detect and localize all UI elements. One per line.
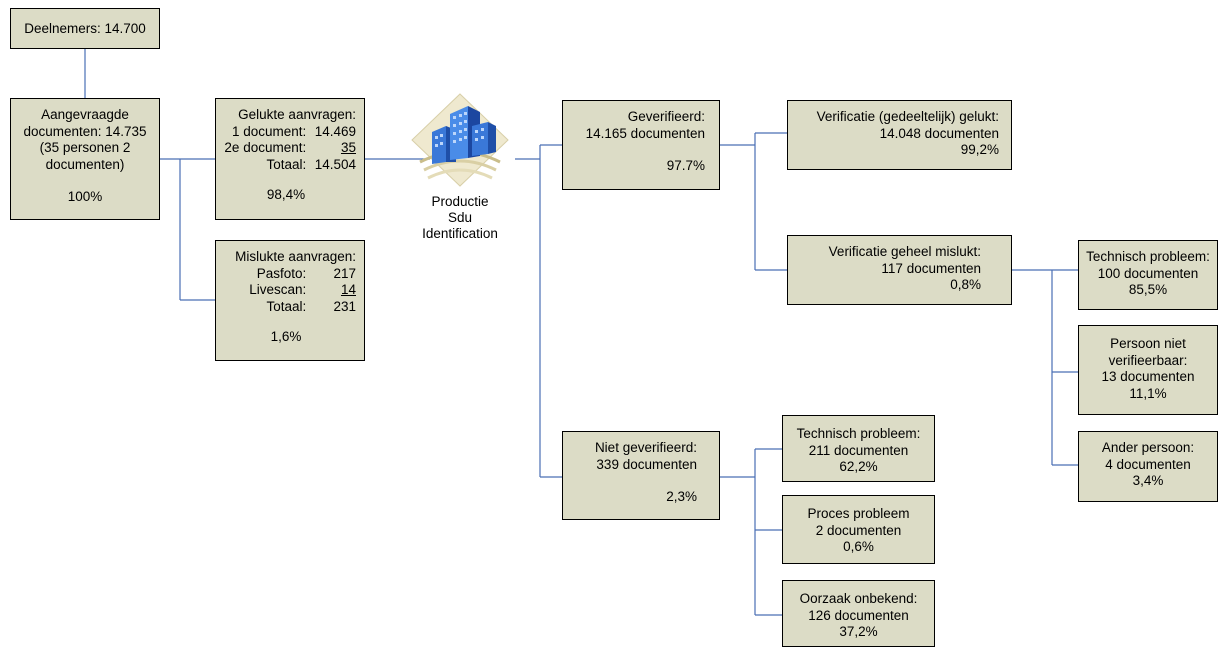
vf-other-line1: Ander persoon: <box>1101 440 1195 455</box>
participants-box: Deelnemers: 14.700 <box>10 8 160 49</box>
nv-process-pct: 0,6% <box>843 539 874 554</box>
verification-failed-box: Verificatie geheel mislukt: 117 document… <box>787 235 1012 305</box>
failed-box: Mislukte aanvragen: Pasfoto: 217 Livesca… <box>215 240 365 361</box>
successful-box: Gelukte aanvragen: 1 document: 14.469 2e… <box>215 98 365 220</box>
successful-total-value: 14.504 <box>314 156 356 172</box>
production-line3: Identification <box>422 226 498 241</box>
requested-line1: Aangevraagde <box>41 107 129 122</box>
verification-success-pct: 99,2% <box>960 142 999 157</box>
failed-row2-label: Livescan: <box>249 282 307 297</box>
requested-pct: 100% <box>67 189 103 204</box>
verified-box: Geverifieerd: 14.165 documenten 97.7% <box>562 100 720 190</box>
vf-person-pct: 11,1% <box>1129 385 1167 401</box>
production-caption: Productie Sdu Identification <box>400 194 520 242</box>
verification-failed-line2: 117 documenten <box>881 260 981 276</box>
failed-total-value: 231 <box>333 298 356 314</box>
nv-unknown-box: Oorzaak onbekend: 126 documenten 37,2% <box>782 580 935 647</box>
requested-box: Aangevraagde documenten: 14.735 (35 pers… <box>10 98 160 220</box>
vf-technical-line2: 100 documenten <box>1097 265 1199 281</box>
successful-row1-value: 14.469 <box>314 123 356 139</box>
not-verified-line2: 339 documenten <box>596 456 697 472</box>
nv-technical-line2: 211 documenten <box>808 442 909 458</box>
nv-unknown-line1: Oorzaak onbekend: <box>799 591 918 606</box>
vf-person-line2: verifieerbaar: <box>1108 352 1188 368</box>
not-verified-pct: 2,3% <box>666 489 697 504</box>
verification-success-line2: 14.048 documenten <box>879 125 999 141</box>
production-line1: Productie <box>431 194 489 209</box>
nv-process-box: Proces probleem 2 documenten 0,6% <box>782 495 935 564</box>
vf-other-line2: 4 documenten <box>1105 456 1191 472</box>
verified-line2: 14.165 documenten <box>585 125 705 141</box>
office-building-icon <box>411 93 509 187</box>
failed-row1-value: 217 <box>333 265 356 281</box>
vf-person-box: Persoon niet verifieerbaar: 13 documente… <box>1078 325 1218 415</box>
vf-technical-pct: 85,5% <box>1128 282 1168 297</box>
verification-failed-pct: 0,8% <box>950 277 981 292</box>
nv-technical-box: Technisch probleem: 211 documenten 62,2% <box>782 415 935 482</box>
not-verified-box: Niet geverifieerd: 339 documenten 2,3% <box>562 431 720 520</box>
nv-technical-line1: Technisch probleem: <box>796 426 921 441</box>
successful-row2-label: 2e document: <box>224 140 307 155</box>
production-line2: Sdu <box>447 210 473 225</box>
participants-text: Deelnemers: 14.700 <box>24 21 146 36</box>
verification-success-box: Verificatie (gedeeltelijk) gelukt: 14.04… <box>787 100 1012 170</box>
failed-total-label: Totaal: <box>266 298 307 314</box>
requested-line3: (35 personen 2 <box>39 140 131 155</box>
vf-technical-line1: Technisch probleem: <box>1086 249 1210 264</box>
failed-row1-label: Pasfoto: <box>256 265 307 281</box>
vf-other-box: Ander persoon: 4 documenten 3,4% <box>1078 431 1218 502</box>
vf-person-line1: Persoon niet <box>1110 336 1186 351</box>
vf-person-line3: 13 documenten <box>1101 369 1195 384</box>
requested-line2: documenten: 14.735 <box>23 123 147 139</box>
verified-line1: Geverifieerd: <box>627 109 705 124</box>
nv-technical-pct: 62,2% <box>839 459 878 474</box>
successful-total-label: Totaal: <box>266 156 307 172</box>
requested-line4: documenten) <box>45 156 125 172</box>
successful-pct: 98,4% <box>266 187 306 202</box>
failed-row2-value: 14 <box>340 282 356 297</box>
verification-failed-line1: Verificatie geheel mislukt: <box>828 244 981 259</box>
successful-row1-label: 1 document: <box>231 123 307 139</box>
verified-pct: 97.7% <box>666 158 705 173</box>
nv-process-line2: 2 documenten <box>815 522 902 538</box>
successful-title: Gelukte aanvragen: <box>238 107 356 122</box>
failed-pct: 1,6% <box>270 329 302 344</box>
nv-process-line1: Proces probleem <box>807 506 910 521</box>
nv-unknown-line2: 126 documenten <box>808 607 909 623</box>
not-verified-line1: Niet geverifieerd: <box>594 440 697 455</box>
successful-row2-value: 35 <box>340 140 356 155</box>
failed-title: Mislukte aanvragen: <box>235 249 356 264</box>
nv-unknown-pct: 37,2% <box>839 624 878 639</box>
vf-technical-box: Technisch probleem: 100 documenten 85,5% <box>1078 240 1218 310</box>
vf-other-pct: 3,4% <box>1132 473 1164 488</box>
verification-success-line1: Verificatie (gedeeltelijk) gelukt: <box>816 109 999 124</box>
